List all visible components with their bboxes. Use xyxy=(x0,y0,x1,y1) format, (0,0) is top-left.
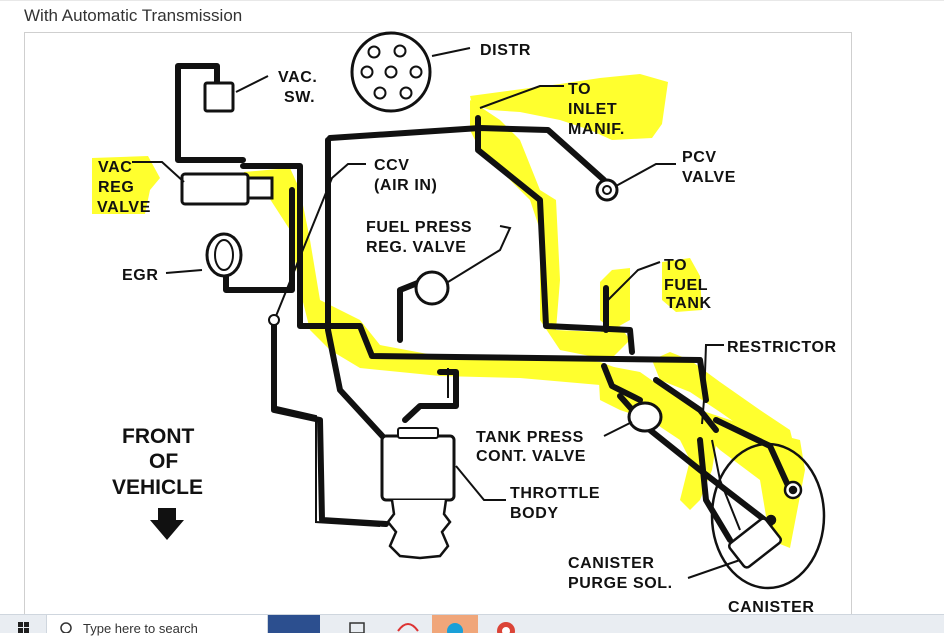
vac-switch xyxy=(203,81,235,113)
leader-lines xyxy=(132,47,741,579)
vacuum-hoses xyxy=(175,63,793,543)
label-restrictor: RESTRICTOR xyxy=(727,339,837,356)
label-vac-reg-3: VALVE xyxy=(97,199,151,216)
front-arrow-icon xyxy=(150,508,184,540)
tank-press-cont-valve xyxy=(627,401,663,433)
app-icon-1[interactable] xyxy=(268,615,320,633)
label-front-1: FRONT xyxy=(122,425,194,448)
label-distr: DISTR xyxy=(480,42,531,59)
windows-taskbar: Type here to search xyxy=(0,614,944,638)
label-fuel-press-2: REG. VALVE xyxy=(366,239,467,256)
app-icon-2[interactable] xyxy=(340,615,374,634)
label-canister-purge-2: PURGE SOL. xyxy=(568,575,673,592)
label-tank-press-1: TANK PRESS xyxy=(476,429,584,446)
top-divider xyxy=(0,0,944,1)
taskbar-search-box[interactable]: Type here to search xyxy=(46,615,268,636)
fuel-press-reg-valve xyxy=(414,270,450,306)
windows-start-icon[interactable] xyxy=(10,615,38,633)
pcv-valve-port xyxy=(602,185,612,195)
label-to-fuel-tank-1: TO xyxy=(664,257,687,274)
label-pcv-1: PCV xyxy=(682,149,717,166)
ccv-fitting xyxy=(268,314,280,326)
distributor xyxy=(350,31,432,113)
label-to-fuel-tank-3: TANK xyxy=(666,295,712,312)
app-icon-3[interactable] xyxy=(388,615,428,633)
label-ccv-2: (AIR IN) xyxy=(374,177,437,194)
page-caption: With Automatic Transmission xyxy=(24,6,243,25)
label-to-inlet-3: MANIF. xyxy=(568,121,625,138)
label-fuel-press-1: FUEL PRESS xyxy=(366,219,472,236)
vac-reg-valve xyxy=(180,172,250,206)
label-front-2: OF xyxy=(149,450,178,473)
label-throttle-2: BODY xyxy=(510,505,559,522)
egr-valve xyxy=(205,232,243,278)
label-egr: EGR xyxy=(122,267,158,284)
label-to-fuel-tank-2: FUEL xyxy=(664,277,708,294)
search-placeholder: Type here to search xyxy=(83,621,198,636)
throttle-body xyxy=(380,427,456,560)
vac-reg-fitting xyxy=(246,176,274,200)
label-canister-purge-1: CANISTER xyxy=(568,555,655,572)
label-pcv-2: VALVE xyxy=(682,169,736,186)
app-icon-4[interactable] xyxy=(432,615,478,638)
chrome-icon[interactable] xyxy=(486,615,526,638)
label-tank-press-2: CONT. VALVE xyxy=(476,448,586,465)
label-vac-sw-1: VAC. xyxy=(278,69,317,86)
canister xyxy=(710,442,826,590)
label-vac-reg-1: VAC xyxy=(98,159,132,176)
label-throttle-1: THROTTLE xyxy=(510,485,600,502)
search-icon xyxy=(60,622,72,633)
diagram-labels: DISTR VAC. SW. TO INLET MANIF. PCV VALVE… xyxy=(97,42,837,616)
label-vac-sw-2: SW. xyxy=(284,89,315,106)
label-front-3: VEHICLE xyxy=(112,476,203,499)
label-to-inlet-2: INLET xyxy=(568,101,617,118)
label-ccv-1: CCV xyxy=(374,157,410,174)
label-vac-reg-2: REG xyxy=(98,179,134,196)
label-canister: CANISTER xyxy=(728,599,815,616)
label-to-inlet-1: TO xyxy=(568,81,591,98)
